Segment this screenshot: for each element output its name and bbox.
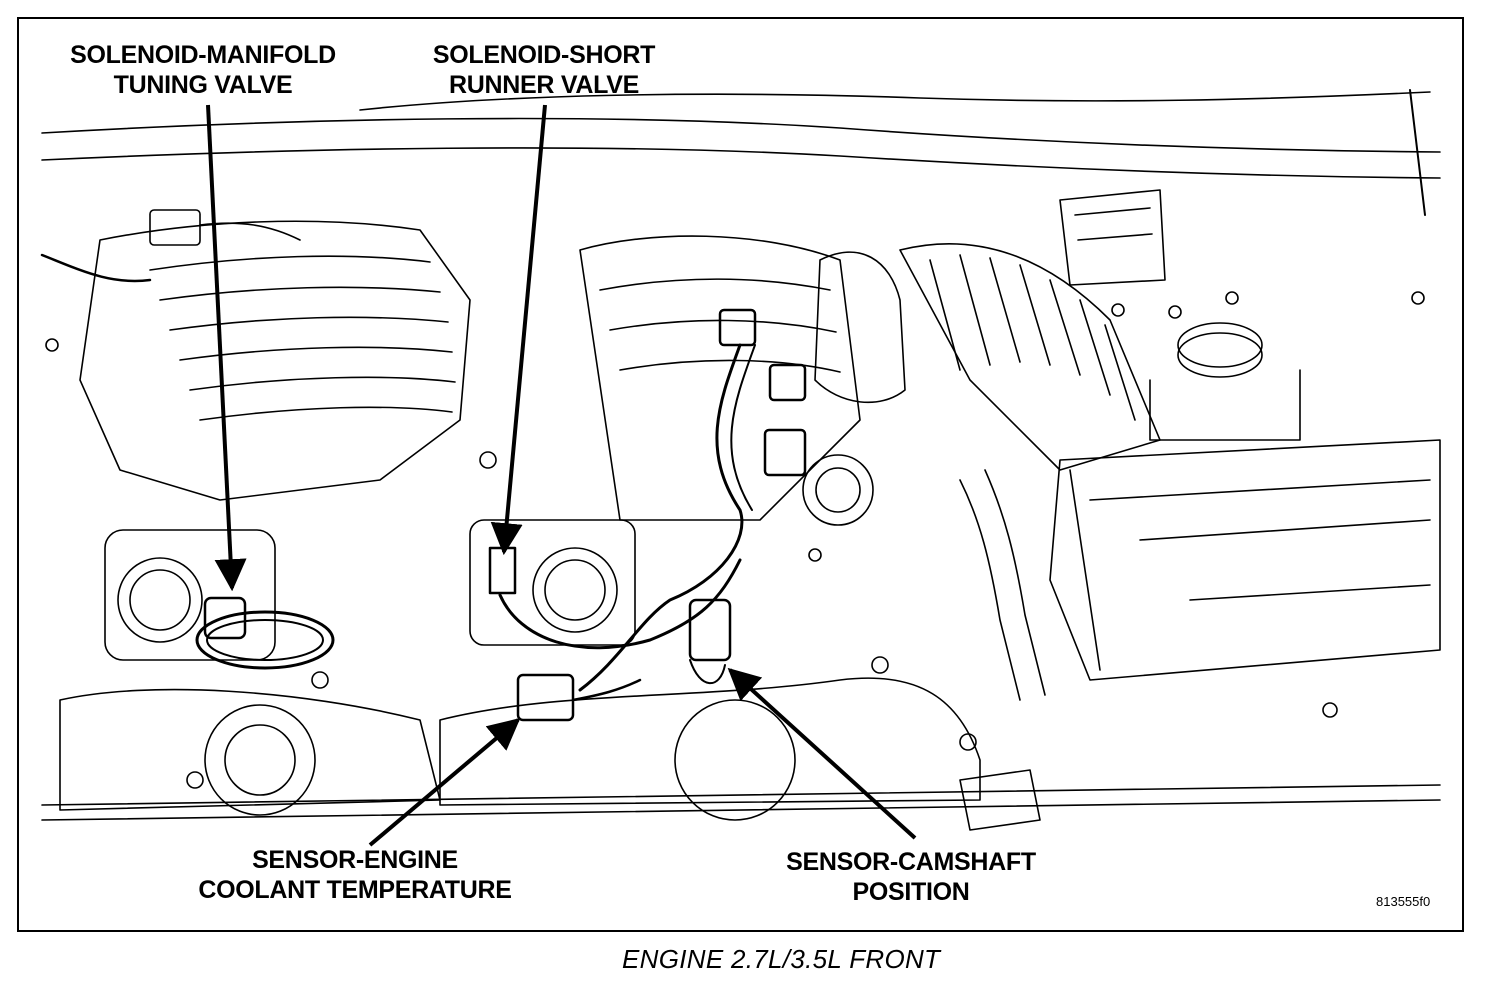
label-sensor-camshaft-position: SENSOR-CAMSHAFT POSITION xyxy=(768,847,1054,907)
label-sensor-engine-coolant-temperature: SENSOR-ENGINE COOLANT TEMPERATURE xyxy=(178,845,532,905)
label-line: SOLENOID-SHORT xyxy=(432,41,656,69)
label-line: POSITION xyxy=(852,878,970,906)
figure-frame xyxy=(17,17,1464,932)
label-line: RUNNER VALVE xyxy=(449,71,639,99)
label-solenoid-short-runner-valve: SOLENOID-SHORT RUNNER VALVE xyxy=(416,40,672,100)
label-line: TUNING VALVE xyxy=(113,71,293,99)
label-line: SENSOR-ENGINE xyxy=(252,846,458,874)
figure-id: 813555f0 xyxy=(1376,894,1431,909)
label-line: SENSOR-CAMSHAFT xyxy=(786,848,1036,876)
figure-caption: ENGINE 2.7L/3.5L FRONT xyxy=(622,944,941,974)
label-line: COOLANT TEMPERATURE xyxy=(198,876,512,904)
label-line: SOLENOID-MANIFOLD xyxy=(70,41,336,69)
label-solenoid-manifold-tuning-valve: SOLENOID-MANIFOLD TUNING VALVE xyxy=(54,40,352,100)
